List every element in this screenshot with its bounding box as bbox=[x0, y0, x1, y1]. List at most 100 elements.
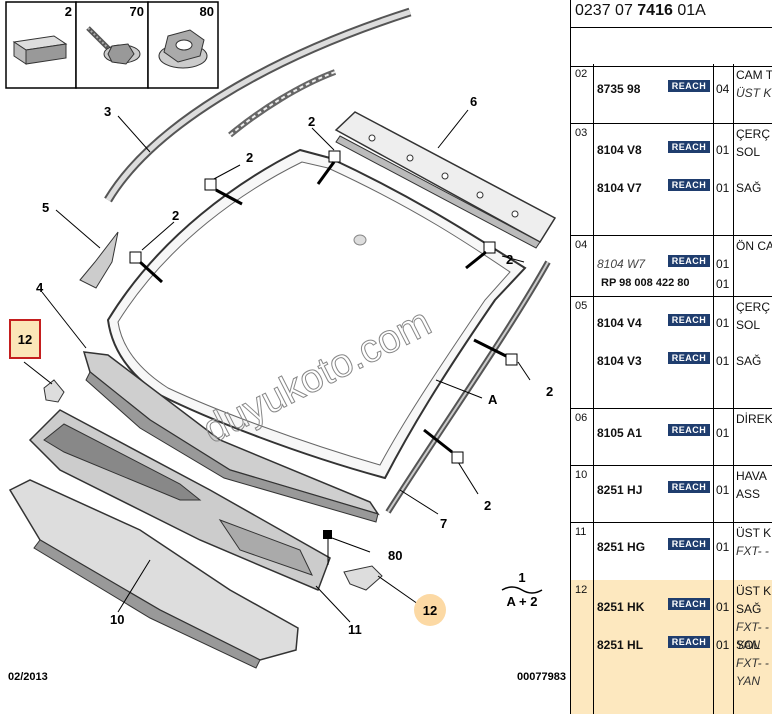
callout-3[interactable]: 3 bbox=[104, 104, 111, 119]
callout-2[interactable]: 2 bbox=[308, 114, 315, 129]
part-code[interactable]: RP 98 008 422 80 bbox=[601, 277, 690, 289]
part-12-clip-right[interactable] bbox=[343, 565, 383, 591]
row-index: 05 bbox=[575, 300, 588, 312]
clip-strip bbox=[228, 69, 337, 138]
part-description: YAN bbox=[736, 674, 761, 688]
part-quantity: 01 bbox=[716, 277, 730, 291]
part-description: SOL bbox=[736, 145, 761, 159]
callout-2[interactable]: 2 bbox=[484, 498, 491, 513]
part-description: SAĞ bbox=[736, 602, 762, 616]
callout-5[interactable]: 5 bbox=[42, 200, 49, 215]
reach-badge: REACH bbox=[668, 352, 710, 364]
kit-box-2[interactable]: 2 bbox=[5, 1, 77, 89]
part-description: FXT- - bbox=[736, 620, 769, 634]
column-divider bbox=[713, 64, 714, 714]
part-4-cowl-seal[interactable] bbox=[82, 351, 380, 523]
leader-lines bbox=[23, 109, 531, 623]
callout-2[interactable]: 2 bbox=[172, 208, 179, 223]
part-description: ÖN CA bbox=[736, 239, 772, 253]
callout-12-boxed[interactable]: 12 bbox=[9, 319, 41, 359]
part-description: SAĞ bbox=[736, 181, 762, 195]
callout-2[interactable]: 2 bbox=[246, 150, 253, 165]
part-quantity: 01 bbox=[716, 181, 730, 195]
part-description: ÇERÇ bbox=[736, 127, 771, 141]
callout-80[interactable]: 80 bbox=[388, 548, 402, 563]
nut-icon bbox=[158, 29, 208, 69]
callout-2[interactable]: 2 bbox=[506, 252, 513, 267]
part-code[interactable]: 8105 A1 bbox=[597, 426, 642, 440]
svg-text:A + 2: A + 2 bbox=[507, 594, 538, 609]
part-80-nut bbox=[323, 530, 332, 565]
seal-block-icon bbox=[12, 35, 68, 65]
reach-badge: REACH bbox=[668, 424, 710, 436]
part-code[interactable]: 8104 V4 bbox=[597, 316, 642, 330]
part-code[interactable]: 8104 V7 bbox=[597, 181, 642, 195]
reach-badge: REACH bbox=[668, 481, 710, 493]
part-code[interactable]: 8251 HG bbox=[597, 540, 646, 554]
callout-11[interactable]: 11 bbox=[348, 622, 362, 637]
part-quantity: 01 bbox=[716, 483, 730, 497]
callout-6[interactable]: 6 bbox=[470, 94, 477, 109]
part-description: SOL bbox=[736, 318, 761, 332]
exploded-parts-diagram: 2 70 80 bbox=[5, 1, 566, 683]
row-index: 12 bbox=[575, 584, 588, 596]
callout-10[interactable]: 10 bbox=[110, 612, 124, 627]
column-divider bbox=[593, 64, 594, 714]
callout-numbers: 3 6 2 2 2 2 2 2 5 4 A 7 80 10 11 bbox=[36, 94, 553, 637]
svg-text:12: 12 bbox=[18, 332, 32, 347]
part-code[interactable]: 8251 HJ bbox=[597, 483, 643, 497]
callout-A[interactable]: A bbox=[488, 392, 498, 407]
callout-12-circle[interactable]: 12 bbox=[414, 594, 446, 626]
callout-7[interactable]: 7 bbox=[440, 516, 447, 531]
part-code[interactable]: 8104 V8 bbox=[597, 143, 642, 157]
reach-badge: REACH bbox=[668, 255, 710, 267]
part-description: ÜST K bbox=[736, 86, 772, 100]
part-11-scuttle-grille[interactable] bbox=[28, 409, 331, 591]
part-quantity: 01 bbox=[716, 426, 730, 440]
kit-box-80[interactable]: 80 bbox=[147, 1, 219, 89]
part-5-pillar-trim[interactable] bbox=[79, 231, 119, 289]
part-7-side-moulding[interactable] bbox=[385, 260, 551, 514]
diagram-image-code: 00077983 bbox=[517, 671, 566, 683]
part-10-scuttle-lower[interactable] bbox=[8, 479, 299, 669]
svg-text:2: 2 bbox=[65, 4, 72, 19]
part-description: ÜST K bbox=[736, 584, 772, 598]
svg-text:12: 12 bbox=[423, 603, 437, 618]
part-description: ÜST K bbox=[736, 526, 772, 540]
part-3-roof-moulding[interactable] bbox=[104, 7, 412, 203]
screw-icon bbox=[86, 26, 141, 65]
callout-2[interactable]: 2 bbox=[546, 384, 553, 399]
part-description: DİREK bbox=[736, 412, 772, 426]
part-6-cowl-panel[interactable] bbox=[334, 111, 557, 249]
svg-text:70: 70 bbox=[130, 4, 144, 19]
part-code[interactable]: 8104 V3 bbox=[597, 354, 642, 368]
part-12-clip-left[interactable] bbox=[43, 379, 65, 403]
svg-text:1: 1 bbox=[518, 570, 525, 585]
part-code[interactable]: 8104 W7 bbox=[597, 257, 646, 271]
part-quantity: 01 bbox=[716, 143, 730, 157]
part-description: SAĞ bbox=[736, 354, 762, 368]
reach-badge: REACH bbox=[668, 598, 710, 610]
callout-4[interactable]: 4 bbox=[36, 280, 44, 295]
row-index: 10 bbox=[575, 469, 588, 481]
part-code[interactable]: 8251 HL bbox=[597, 638, 644, 652]
part-code[interactable]: 8735 98 bbox=[597, 82, 641, 96]
part-quantity: 04 bbox=[716, 82, 730, 96]
part-quantity: 01 bbox=[716, 354, 730, 368]
part-code[interactable]: 8251 HK bbox=[597, 600, 645, 614]
kit-box-70[interactable]: 70 bbox=[75, 1, 149, 89]
reach-badge: REACH bbox=[668, 538, 710, 550]
part-description: CAM T bbox=[736, 68, 772, 82]
row-index: 03 bbox=[575, 127, 588, 139]
windscreen-glass[interactable] bbox=[106, 148, 527, 480]
column-divider bbox=[733, 64, 734, 714]
